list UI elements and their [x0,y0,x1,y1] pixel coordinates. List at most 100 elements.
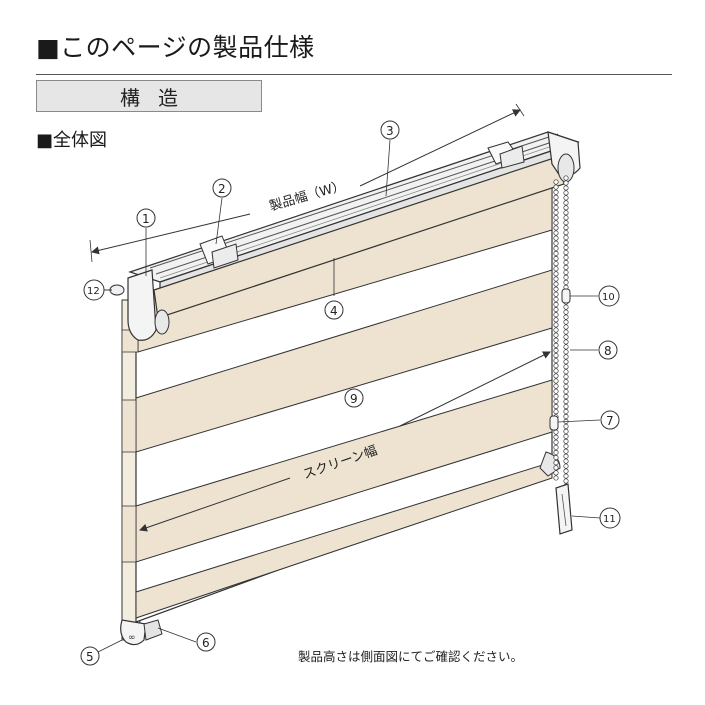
chain-bead [553,434,559,440]
chain-bead [553,199,559,205]
chain-bead [553,439,559,445]
chain-bead [563,220,569,226]
screen-width-arrow-right [399,351,551,427]
chain-bead [563,304,569,310]
chain-bead [563,225,569,231]
chain-bead [563,210,569,216]
chain-bead [553,404,559,410]
section-heading: 構造 [36,80,262,112]
chain-weight [555,483,573,535]
chain-bead [563,190,569,196]
callout-3: 3 [380,120,400,140]
chain-bead [553,189,559,195]
chain-bead [553,352,559,359]
fabric-side-band-2 [121,399,137,453]
svg-text:5: 5 [86,650,94,664]
chain-bead [563,230,569,236]
chain-bead [563,249,569,256]
chain-bead [553,342,559,348]
svg-text:12: 12 [87,286,100,297]
chain-bead [553,475,559,481]
chain-bead [563,354,569,360]
chain-bead [563,473,569,479]
chain-bead [553,225,559,231]
mounting-bracket-right [487,141,525,169]
chain-bead [563,269,569,275]
chain-bead [563,463,569,469]
chain-bead [563,254,569,261]
chain-bead [553,215,559,221]
chain-bead [553,393,559,399]
chain-bead [563,205,569,211]
chain-bead [563,433,569,439]
chain-bead [553,444,559,450]
subsection-heading: ■全体図 [36,130,108,151]
chain-bead [553,245,559,251]
chain-bead [563,329,569,335]
callout-4: 4 [324,300,344,320]
chain-bead [553,256,559,262]
chain-bead [553,194,559,200]
chain-bead [563,448,569,454]
chain-stopper-lower [549,415,559,431]
svg-text:3: 3 [386,124,394,138]
svg-text:∞: ∞ [128,633,136,643]
chain-bead [553,261,559,267]
chain-bead [563,423,569,429]
chain-bead [553,363,559,369]
chain-bead [563,443,569,449]
svg-text:1: 1 [142,212,150,226]
callout-2: 2 [212,178,232,198]
chain-bead [553,383,559,389]
chain-bead [553,296,559,302]
chain-bead [563,324,569,330]
chain-bead [553,368,559,374]
chain-bead [553,240,559,246]
chain-bead [553,429,559,435]
svg-text:4: 4 [330,304,338,318]
chain-bead [563,339,569,345]
fabric-band-4 [135,461,553,619]
chain-bead [563,274,569,280]
mounting-bracket-left [199,235,239,269]
callout-6: 6 [196,632,216,652]
chain-bead [553,460,559,466]
chain-bead [563,309,569,315]
chain-bead [563,279,569,285]
svg-text:9: 9 [350,392,358,406]
chain-bead [553,276,559,282]
chain-bead [563,235,569,241]
chain-bead [553,449,559,456]
chain-bead [563,264,569,270]
chain-bead [563,413,569,420]
chain-bead [553,378,559,384]
chain-bead [553,312,559,318]
chain-bead [563,369,569,375]
chain-bead [553,230,559,236]
chain-bead [553,409,559,415]
chain-bead [553,286,559,292]
chain-bead [553,470,559,476]
callout-10: 10 [598,285,620,307]
chain-bead [553,373,559,379]
chain-bead [563,468,569,474]
svg-text:6: 6 [202,636,210,650]
chain-bead [553,266,559,272]
chain-bead [553,281,559,287]
chain-bead [563,478,569,484]
chain-bead [553,358,559,364]
chain-bead [563,319,569,325]
callout-12: 12 [83,279,105,301]
chain-bead [553,301,559,308]
callout-11: 11 [599,507,621,529]
chain-bead [553,337,559,343]
chain-bead [553,398,559,404]
chain-bead [563,244,569,251]
callout-8: 8 [598,340,618,360]
chain-bead [553,291,559,297]
chain-bead [553,184,559,190]
chain-bead [563,374,569,380]
chain-bead [563,175,569,181]
chain-bead [563,180,569,186]
chain-bead [563,344,569,350]
